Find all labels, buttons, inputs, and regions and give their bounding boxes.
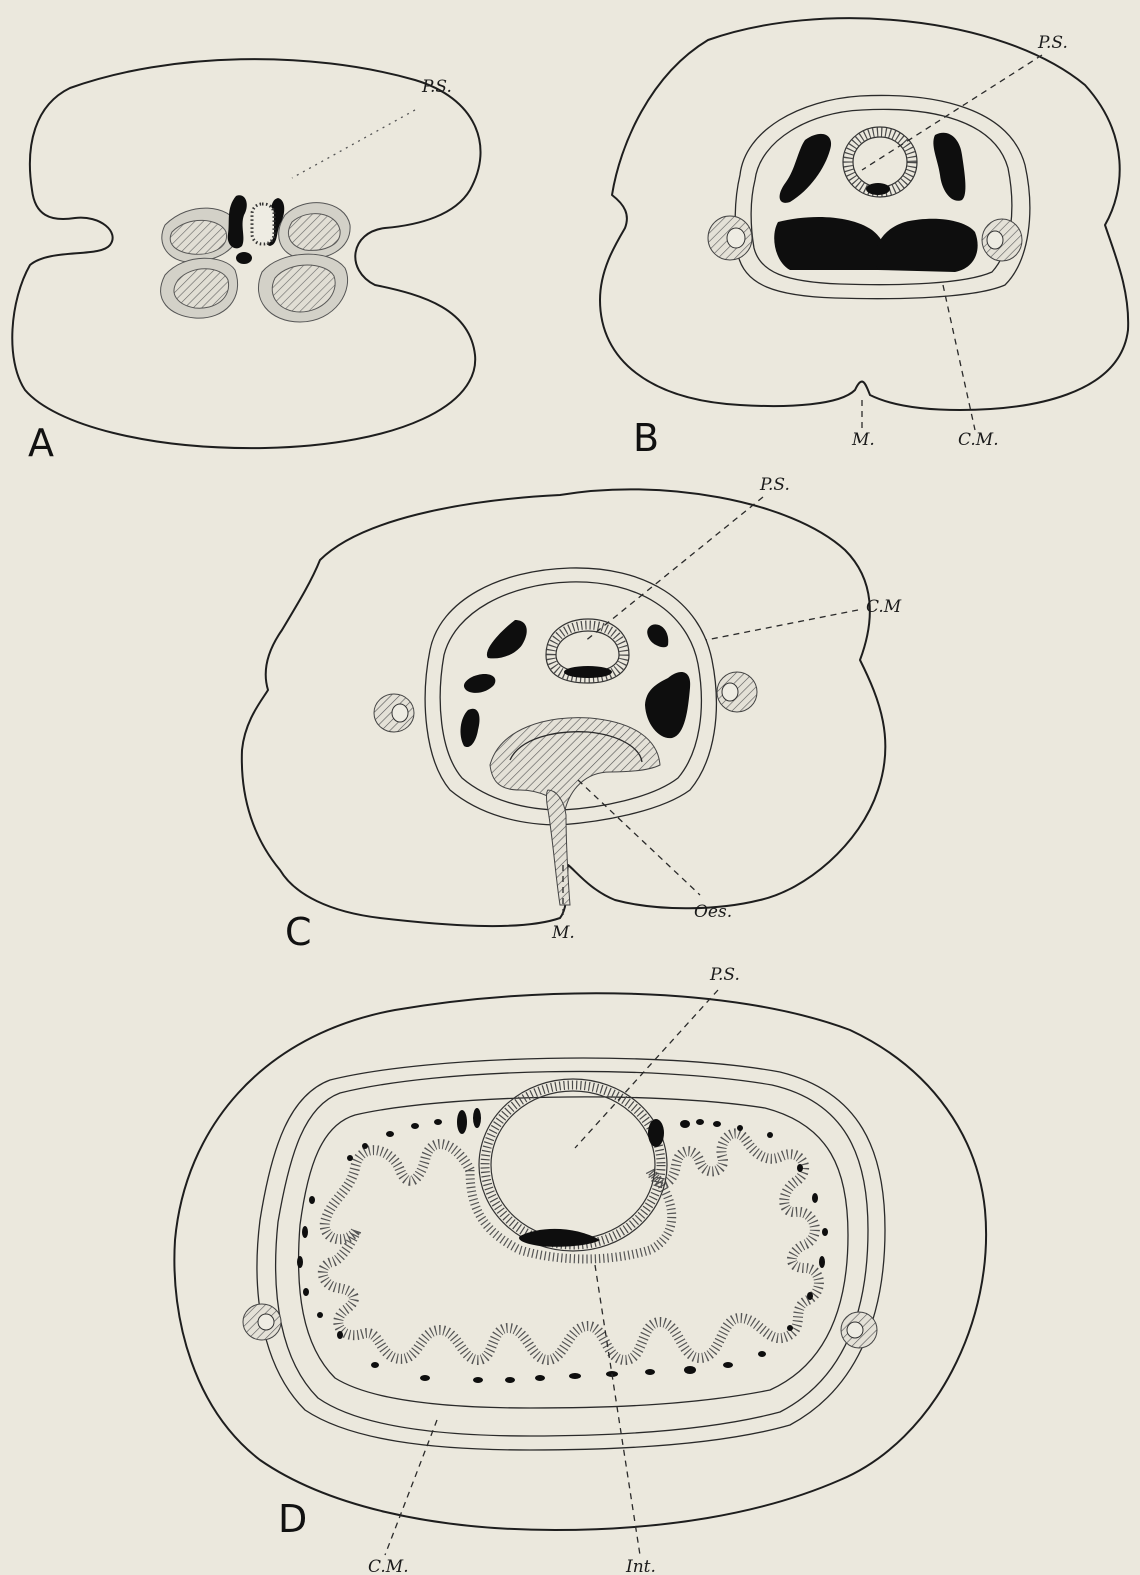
section-a: P.S. A	[12, 59, 480, 465]
section-d-ps-ring	[479, 1079, 667, 1251]
section-c-ps-ring	[546, 619, 629, 683]
section-c-right-vessel	[717, 672, 757, 712]
section-b-right-vessel	[982, 219, 1022, 261]
section-c: P.S. C.M Oes. M. C	[242, 475, 902, 954]
section-d-int-pointer	[595, 1265, 640, 1555]
section-c-ps-label: P.S.	[759, 475, 790, 495]
section-a-letter: A	[28, 421, 54, 465]
section-c-left-vessel	[374, 694, 414, 732]
section-b-ps-label: P.S.	[1037, 33, 1068, 53]
section-d-letter: D	[278, 1497, 307, 1541]
section-c-m-label: M.	[551, 923, 575, 943]
section-b-outline	[600, 18, 1128, 410]
section-b-ps-ring	[843, 127, 917, 197]
section-b: P.S. M. C.M. B	[600, 18, 1128, 460]
section-d-ps-pointer	[575, 990, 718, 1148]
section-b-letter: B	[633, 416, 659, 460]
section-b-cm-pointer	[943, 285, 975, 430]
section-d-cm-label: C.M.	[368, 1557, 409, 1575]
section-c-ps-pointer	[584, 497, 763, 642]
section-d-ps-label: P.S.	[709, 965, 740, 985]
section-c-cm-pointer	[706, 610, 858, 640]
section-a-core	[161, 195, 350, 322]
section-c-oesophagus	[490, 718, 660, 905]
section-d-int-label: Int.	[625, 1557, 656, 1575]
section-d: P.S. C.M. Int. D	[174, 965, 986, 1575]
section-b-left-vessel	[708, 216, 752, 260]
section-d-cm-inner	[276, 1071, 868, 1436]
section-a-ps-label: P.S.	[421, 77, 452, 97]
section-d-right-vessel	[841, 1312, 877, 1348]
section-a-ps-pointer	[292, 110, 415, 178]
section-c-letter: C	[285, 910, 312, 954]
section-c-oes-label: Oes.	[694, 902, 732, 922]
section-b-m-label: M.	[851, 430, 875, 450]
section-d-intestine	[323, 1133, 819, 1360]
section-c-cm-label: C.M	[866, 597, 902, 617]
section-b-cm-label: C.M.	[958, 430, 999, 450]
section-d-left-vessel	[243, 1304, 281, 1340]
